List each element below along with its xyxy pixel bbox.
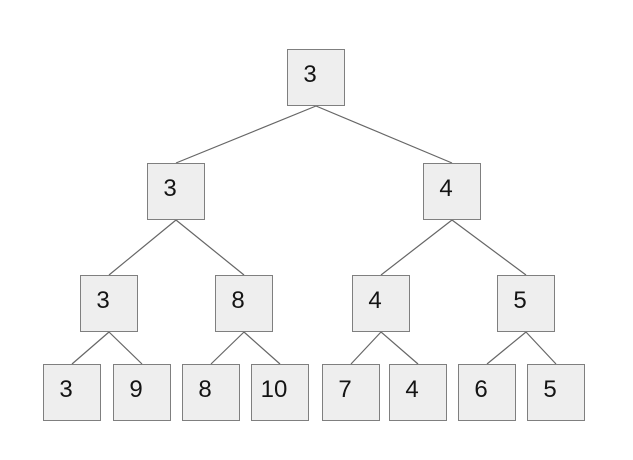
tree-node-label: 3 bbox=[96, 286, 110, 314]
tree-node-leaf8: 5 bbox=[527, 364, 585, 421]
tree-node-l3a: 3 bbox=[80, 275, 138, 332]
tree-node-label: 4 bbox=[368, 286, 382, 314]
tree-node-leaf6: 4 bbox=[389, 364, 447, 421]
tree-edge-l3d-leaf7 bbox=[486, 331, 527, 365]
tree-edge-l2a-l3b bbox=[175, 219, 245, 276]
tree-node-label: 9 bbox=[129, 375, 143, 403]
tree-edge-l2a-l3a bbox=[108, 219, 177, 276]
tree-node-l3d: 5 bbox=[497, 275, 555, 332]
tree-node-label: 5 bbox=[543, 375, 557, 403]
tree-edge-l3b-leaf3 bbox=[210, 331, 245, 365]
tree-node-l2b: 4 bbox=[423, 163, 481, 220]
tree-edge-l3c-leaf6 bbox=[380, 331, 419, 365]
tree-edge-root-l2b bbox=[315, 105, 453, 164]
tree-edge-l2b-l3c bbox=[380, 219, 453, 276]
tree-edge-l3c-leaf5 bbox=[350, 331, 382, 365]
tree-node-leaf1: 3 bbox=[43, 364, 101, 421]
tree-edge-l2b-l3d bbox=[451, 219, 527, 276]
tree-edge-l3a-leaf1 bbox=[71, 331, 110, 365]
tree-node-label: 10 bbox=[260, 375, 288, 403]
tree-edge-l3d-leaf8 bbox=[525, 331, 557, 365]
tree-node-label: 8 bbox=[231, 286, 245, 314]
tree-node-label: 4 bbox=[405, 375, 419, 403]
tree-node-label: 7 bbox=[338, 375, 352, 403]
tree-edge-root-l2a bbox=[175, 105, 317, 164]
tree-edge-l3a-leaf2 bbox=[108, 331, 143, 365]
tree-node-l3c: 4 bbox=[352, 275, 410, 332]
tree-node-l2a: 3 bbox=[147, 163, 205, 220]
tree-node-root: 3 bbox=[287, 49, 345, 106]
tree-node-leaf2: 9 bbox=[113, 364, 171, 421]
tree-node-label: 6 bbox=[474, 375, 488, 403]
tree-node-label: 4 bbox=[439, 174, 453, 202]
tree-node-label: 8 bbox=[198, 375, 212, 403]
tree-node-label: 3 bbox=[303, 60, 317, 88]
tree-node-l3b: 8 bbox=[215, 275, 273, 332]
tree-node-label: 5 bbox=[513, 286, 527, 314]
tree-node-leaf7: 6 bbox=[458, 364, 516, 421]
tree-node-leaf5: 7 bbox=[322, 364, 380, 421]
tree-node-label: 3 bbox=[163, 174, 177, 202]
tree-edge-l3b-leaf4 bbox=[243, 331, 281, 365]
tree-node-leaf4: 10 bbox=[251, 364, 309, 421]
tree-node-leaf3: 8 bbox=[182, 364, 240, 421]
tree-node-label: 3 bbox=[59, 375, 73, 403]
